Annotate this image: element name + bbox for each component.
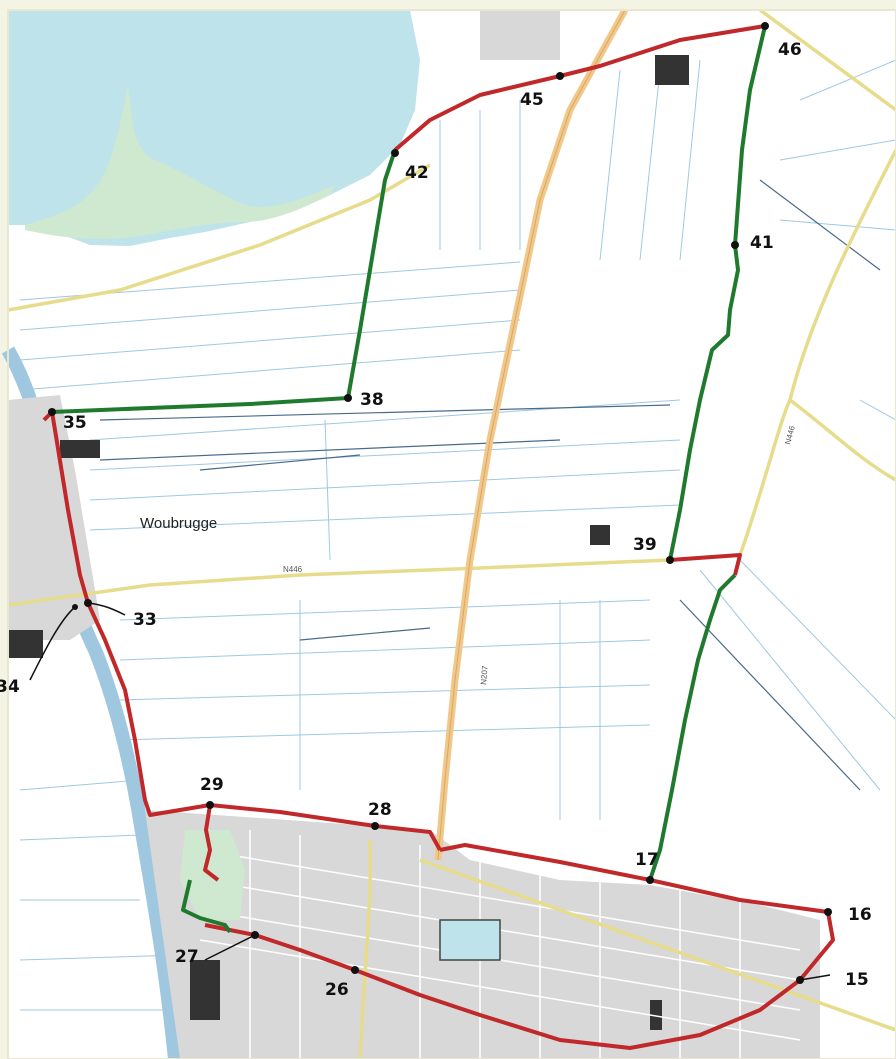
junction-46-label: 46 [778,40,802,60]
junction-markers [48,22,832,984]
junction-45-label: 45 [520,90,544,110]
town-pond [439,919,501,961]
junction-26-label: 26 [325,980,349,1000]
junction-42-marker [391,149,399,157]
shoreline [25,85,335,239]
junction-38-label: 38 [360,390,384,410]
junction-26-marker [351,966,359,974]
field-boundaries [99,179,881,791]
junction-42-label: 42 [405,163,429,183]
junction-28-label: 28 [368,800,392,820]
junction-33-label: 33 [133,610,157,630]
junction-38-marker [344,394,352,402]
junction-46-marker [761,22,769,30]
place-label-woubrugge: Woubrugge [140,515,217,532]
junction-27-label: 27 [175,947,199,967]
junction-39-marker [666,556,674,564]
road-label-n207: N207 [479,665,490,685]
junction-28-marker [371,822,379,830]
junction-35-label: 35 [63,413,87,433]
green-route[interactable] [51,25,767,934]
junction-35-marker [48,408,56,416]
junction-16-label: 16 [848,905,872,925]
woubrugge-urban [8,395,100,640]
map-border [7,9,896,1059]
junction-39-label: 39 [633,535,657,555]
junction-41-marker [731,241,739,249]
junction-15-label: 15 [845,970,869,990]
buildings [8,55,689,1030]
junction-41-label: 41 [750,233,774,253]
junction-17-marker [646,876,654,884]
junction-34-label: 34 [0,677,20,697]
secondary-roads [7,8,896,1059]
junction-16-marker [824,908,832,916]
ditches [19,59,896,1011]
junction-17-label: 17 [635,850,659,870]
junction-29-marker [206,801,214,809]
road-label-n446-west: N446 [283,565,303,574]
junction-45-marker [556,72,564,80]
north-village-urban [480,10,560,60]
n207-road-edge [437,9,626,861]
junction-29-label: 29 [200,775,224,795]
label-leaders [29,602,831,981]
